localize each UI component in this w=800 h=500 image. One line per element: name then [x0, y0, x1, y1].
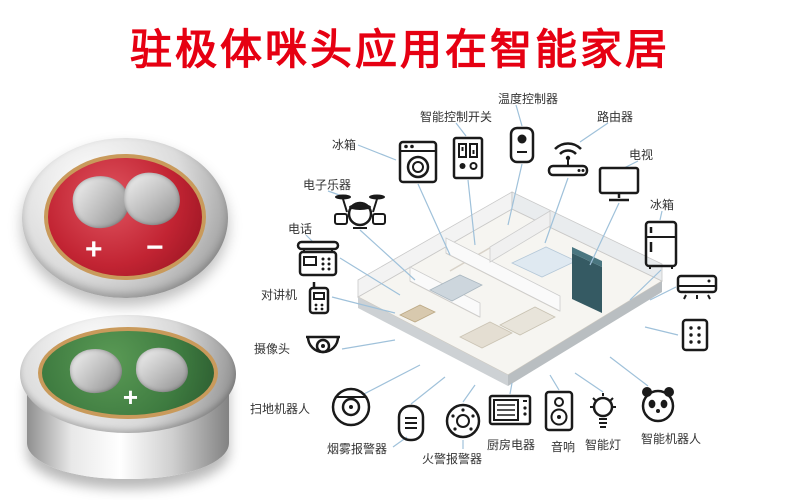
- smart-light-label: 智能灯: [585, 438, 622, 452]
- telephone-icon: [296, 240, 340, 277]
- temp-controller-label: 温度控制器: [498, 92, 559, 106]
- fridge-top-label: 冰箱: [332, 138, 357, 152]
- tv-icon: [598, 166, 640, 203]
- kitchen-appliance-label: 厨房电器: [487, 438, 536, 452]
- washing-machine-icon: [398, 140, 438, 184]
- solder-pad-icon: [134, 345, 191, 394]
- phone-label: 电话: [288, 222, 313, 236]
- tv-label: 电视: [629, 148, 654, 162]
- air-conditioner-icon: [676, 274, 718, 300]
- minus-mark: −: [145, 231, 164, 265]
- page-title: 驻极体咪头应用在智能家居: [129, 26, 670, 73]
- mic-green-face: +: [38, 327, 218, 419]
- thermostat-icon: [508, 126, 536, 164]
- intercom-icon: [306, 280, 332, 315]
- smart-home-diagram: 冰箱 智能控制开关 温度控制器 路由器 电视 电子乐器 冰箱 电话 对讲机 摄像…: [250, 85, 800, 500]
- mic-capsule-red: + −: [22, 138, 228, 298]
- smoke-alarm-icon: [396, 404, 426, 442]
- connector-lines: [305, 104, 679, 449]
- router-label: 路由器: [597, 110, 634, 124]
- speaker-label: 音响: [551, 440, 576, 454]
- smart-switch-label: 智能控制开关: [420, 110, 493, 124]
- fridge-right-label: 冰箱: [650, 198, 675, 212]
- robot-vacuum-icon: [330, 386, 372, 428]
- speaker-icon: [544, 390, 574, 432]
- solder-pad-icon: [68, 347, 123, 396]
- smoke-alarm-label: 烟雾报警器: [327, 442, 388, 456]
- intercom-label: 对讲机: [261, 288, 298, 302]
- drum-kit-icon: [333, 190, 387, 230]
- microwave-icon: [488, 394, 532, 426]
- camera-label: 摄像头: [254, 342, 291, 356]
- house-floorplan: [356, 191, 664, 386]
- plus-mark: +: [84, 233, 103, 267]
- solder-pad-icon: [69, 172, 132, 232]
- mic-metal-shell: +: [20, 315, 236, 433]
- mic-capsule-green: +: [20, 315, 236, 487]
- panda-robot-icon: [638, 384, 678, 424]
- plus-mark: +: [122, 381, 139, 412]
- control-switch-icon: [452, 136, 484, 180]
- mic-red-face: + −: [44, 154, 206, 280]
- fire-alarm-label: 火警报警器: [422, 452, 483, 466]
- router-icon: [546, 140, 590, 178]
- fridge-icon: [642, 220, 680, 270]
- smart-robot-label: 智能机器人: [641, 432, 702, 446]
- vacuum-robot-label: 扫地机器人: [250, 402, 311, 416]
- solder-pad-icon: [121, 170, 184, 229]
- dome-camera-icon: [304, 334, 342, 364]
- house-illustration: [305, 104, 679, 449]
- instrument-label: 电子乐器: [303, 178, 352, 192]
- door-lock-icon: [678, 318, 712, 352]
- fire-alarm-icon: [444, 402, 482, 440]
- light-bulb-icon: [586, 392, 620, 430]
